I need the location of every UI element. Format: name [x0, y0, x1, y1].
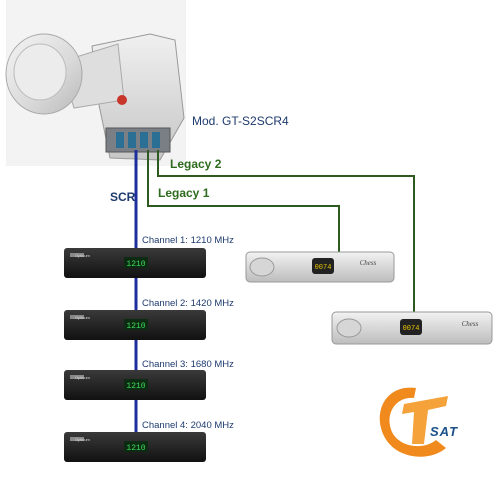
legacy-receiver-1: 0074 Chess — [245, 251, 395, 283]
legacy-1-display: 0074 — [315, 264, 332, 272]
channel-1-label: Channel 1: 1210 MHz — [142, 235, 234, 246]
channel-3-label: Channel 3: 1680 MHz — [142, 359, 234, 370]
receiver-3-display: 1210 — [126, 382, 145, 391]
receiver-3-brand: Opticum — [75, 375, 91, 380]
legacy-2-display: 0074 — [403, 325, 420, 333]
receiver-1: 1210 Opticum — [64, 248, 206, 278]
legacy-2-brand: Chess — [462, 320, 479, 328]
legacy-1-cable — [147, 150, 340, 252]
legacy-1-label: Legacy 1 — [158, 186, 210, 200]
scr-label: SCR — [110, 190, 136, 204]
receiver-4-display: 1210 — [126, 444, 145, 453]
receiver-2: 1210 Opticum — [64, 310, 206, 340]
model-label: Mod. GT-S2SCR4 — [192, 114, 289, 128]
logo-text: SAT — [430, 424, 459, 439]
receiver-2-display: 1210 — [126, 322, 145, 331]
receiver-2-brand: Opticum — [75, 315, 91, 320]
legacy-2-label: Legacy 2 — [170, 157, 222, 171]
gtsat-logo-icon — [379, 387, 448, 457]
legacy-1-brand: Chess — [360, 259, 377, 267]
lnb-icon — [5, 0, 186, 166]
receiver-3: 1210 Opticum — [64, 370, 206, 400]
channel-4-label: Channel 4: 2040 MHz — [142, 420, 234, 431]
receiver-1-display: 1210 — [126, 260, 145, 269]
receiver-1-brand: Opticum — [75, 253, 91, 258]
legacy-receiver-2: 0074 Chess — [331, 311, 493, 345]
legacy-2-cable — [157, 150, 415, 312]
receiver-4-brand: Opticum — [75, 437, 91, 442]
receiver-4: 1210 Opticum — [64, 432, 206, 462]
channel-2-label: Channel 2: 1420 MHz — [142, 298, 234, 309]
